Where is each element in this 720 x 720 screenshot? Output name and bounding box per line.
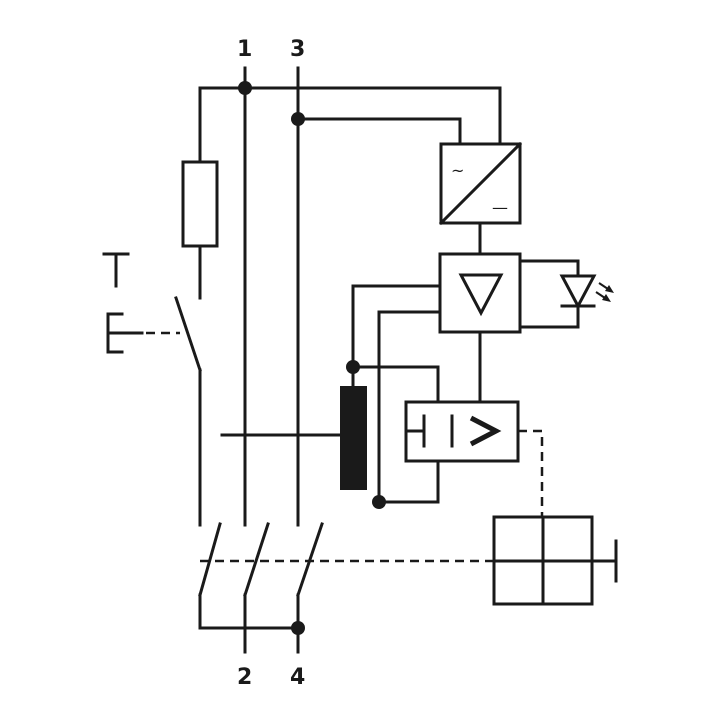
junction-dot	[346, 360, 360, 374]
led-indicator-icon	[559, 274, 614, 310]
amplifier-block	[438, 252, 522, 334]
led-wire	[518, 259, 580, 329]
trip-mechanical-link	[518, 429, 544, 517]
converter-diagonal	[438, 141, 523, 226]
terminal-label-2: 2	[237, 665, 252, 690]
supply-wire-3	[296, 117, 462, 146]
main-contact-3	[296, 522, 324, 597]
terminal-label-4: 4	[290, 665, 305, 690]
test-switch-contact	[174, 296, 202, 372]
amplifier-triangle-icon	[458, 273, 504, 317]
trip-feed-bottom	[377, 459, 440, 504]
test-button-actuator	[106, 312, 180, 354]
secondary-wire-b	[377, 310, 442, 504]
current-transformer-core	[340, 386, 367, 490]
trip-feed-top	[351, 365, 440, 404]
terminal-label-1: 1	[237, 37, 252, 62]
terminal-label-3: 3	[290, 37, 305, 62]
secondary-wire-a	[351, 284, 442, 369]
test-return-wire	[198, 593, 300, 630]
supply-wire-1	[198, 86, 502, 164]
ac-symbol: ~	[451, 161, 464, 180]
main-contact-test	[198, 522, 222, 597]
manual-actuator-icon	[590, 539, 618, 583]
test-resistor	[181, 160, 219, 248]
junction-dot	[291, 112, 305, 126]
junction-dot	[238, 81, 252, 95]
junction-dot	[291, 621, 305, 635]
junction-dot	[372, 495, 386, 509]
main-contact-1	[243, 522, 270, 597]
dc-symbol: —	[492, 198, 508, 217]
test-button-symbol	[102, 252, 130, 288]
trip-release-symbol	[407, 414, 502, 448]
